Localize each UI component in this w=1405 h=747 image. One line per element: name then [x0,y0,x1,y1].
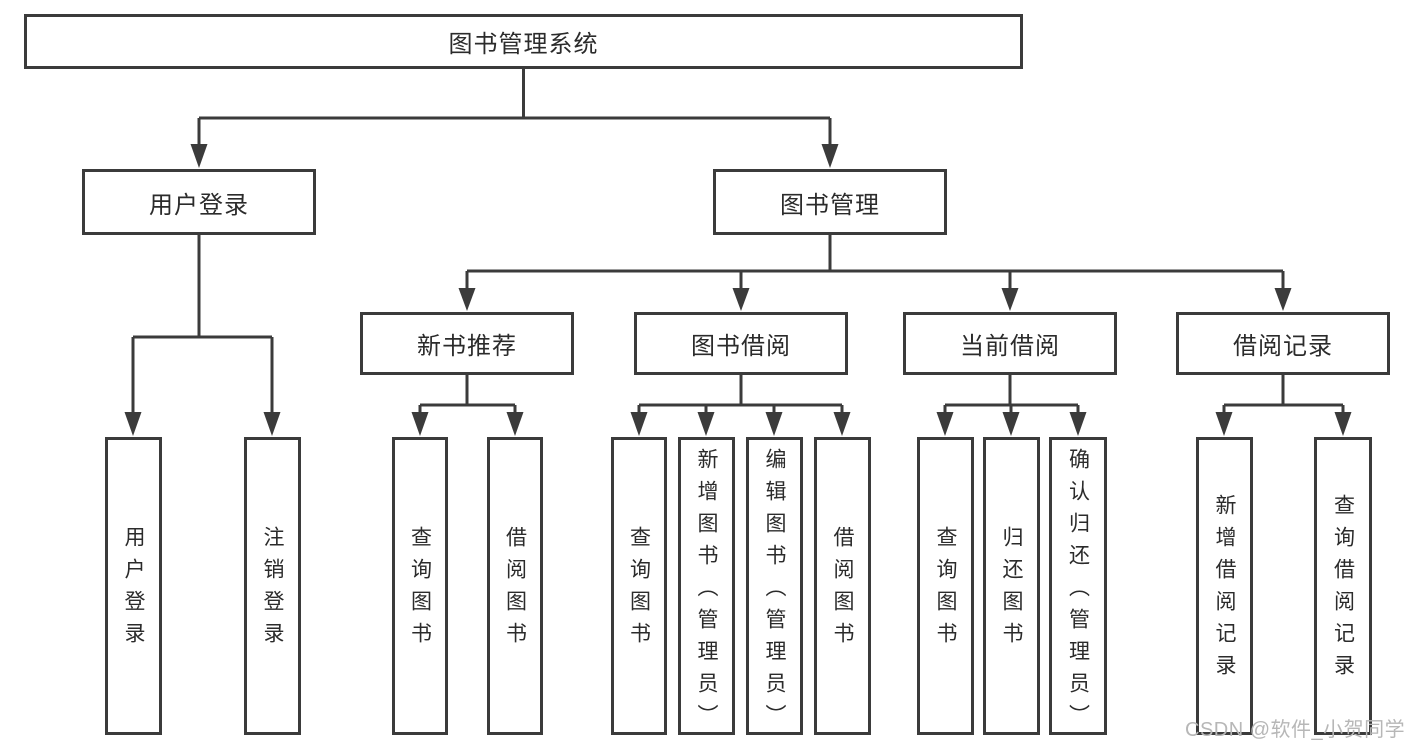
node-leaf-query-books-3: 查询图书 [917,437,974,735]
node-current-borrow: 当前借阅 [903,312,1117,375]
connector-current-borrow-children [936,375,1087,436]
node-borrow-records: 借阅记录 [1176,312,1390,375]
node-book-management: 图书管理 [713,169,947,235]
node-new-book-recommend: 新书推荐 [360,312,574,375]
node-leaf-edit-book-admin: 编辑图书（管理员） [746,437,803,736]
node-leaf-borrow-books-2: 借阅图书 [814,437,871,735]
node-leaf-confirm-return-admin: 确认归还（管理员） [1049,437,1107,736]
node-leaf-user-login: 用户登录 [105,437,162,735]
csdn-watermark: CSDN @软件_小贺同学 [1185,719,1405,741]
node-leaf-borrow-books-1: 借阅图书 [487,437,543,735]
node-user-login: 用户登录 [82,169,316,235]
connector-book-management-children [458,235,1292,311]
node-leaf-query-books-2: 查询图书 [611,437,667,735]
node-leaf-query-books-1: 查询图书 [392,437,448,735]
node-leaf-add-book-admin: 新增图书（管理员） [678,437,735,736]
connector-new-book-rec-children [411,375,524,436]
node-leaf-query-borrow-record: 查询借阅记录 [1314,437,1372,735]
connector-book-borrow-children [630,375,851,436]
node-leaf-add-borrow-record: 新增借阅记录 [1196,437,1253,735]
node-leaf-logout: 注销登录 [244,437,301,735]
node-leaf-return-book: 归还图书 [983,437,1040,735]
connector-user-login-children [124,235,281,436]
connector-root-to-level2 [190,69,839,168]
node-book-borrow: 图书借阅 [634,312,848,375]
connector-borrow-records-children [1215,375,1352,436]
node-root-system: 图书管理系统 [24,14,1023,69]
